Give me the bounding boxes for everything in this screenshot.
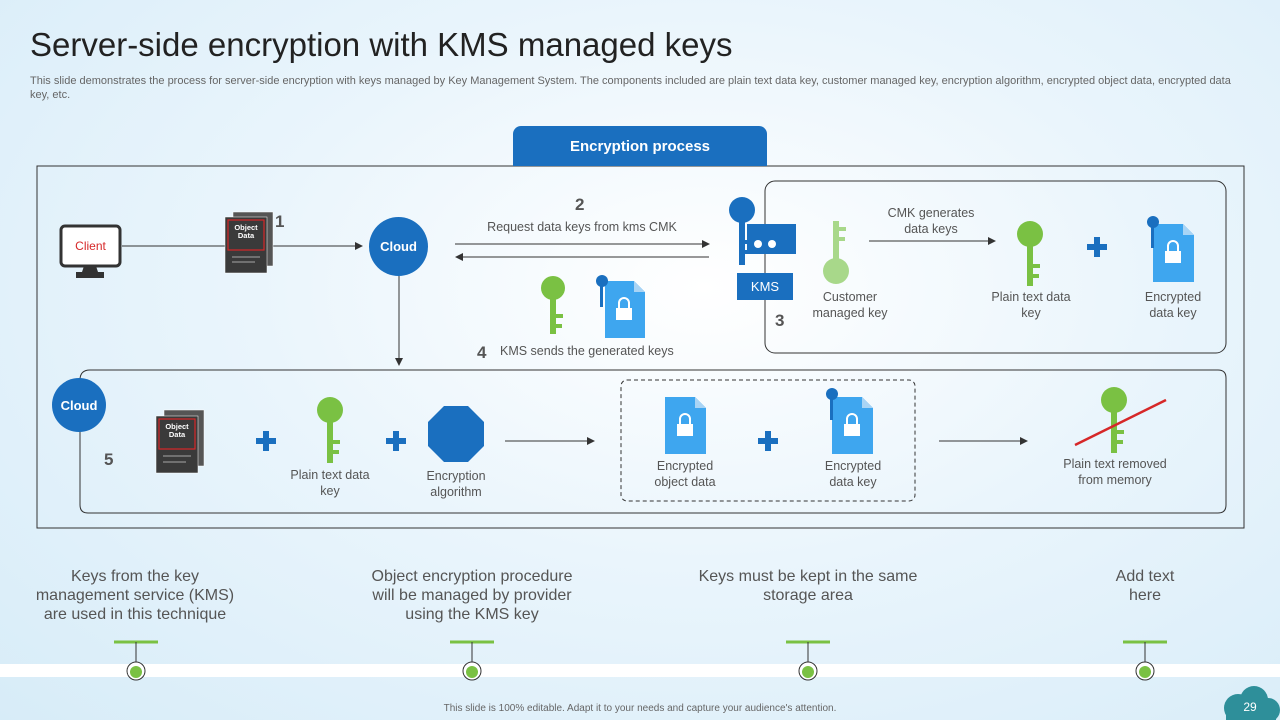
step-number: 4 (477, 343, 487, 362)
bottom-point-2: Object encryption procedure will be mana… (371, 568, 573, 623)
key-icon (1017, 221, 1043, 286)
timeline-markers (114, 640, 1167, 681)
encrypted-output-frame (620, 379, 916, 502)
step-number: 3 (775, 311, 785, 330)
octagon-icon (428, 406, 484, 462)
step-number: 1 (275, 212, 285, 231)
key-icon (317, 397, 343, 463)
footer-note: This slide is 100% editable. Adapt it to… (443, 703, 837, 714)
plain-text-data-key-label: Plain text data key (290, 468, 370, 498)
key-icon (541, 276, 565, 334)
encrypted-data-key-label: Encrypted data key (1144, 290, 1202, 320)
encryption-algorithm-label: Encryption algorithm (426, 469, 486, 499)
bottom-point-1: Keys from the key management service (KM… (35, 568, 235, 623)
page-title: Server-side encryption with KMS managed … (30, 26, 733, 63)
kms-key-icon (729, 197, 796, 300)
bottom-point-3: Keys must be kept in the same storage ar… (698, 568, 918, 604)
kms-frame (764, 180, 1227, 354)
document-stack-icon (224, 211, 274, 274)
customer-managed-key-label: Customer managed key (812, 290, 888, 320)
plus-icon (256, 237, 1107, 451)
timeline-bar (0, 664, 1280, 677)
object-data-label: Object Data (165, 422, 189, 439)
cmk-generates-label: CMK generates data keys (887, 206, 975, 236)
object-data-label: Object Data (234, 223, 258, 240)
document-stack-icon (155, 409, 205, 474)
page-number: 29 (1243, 700, 1257, 714)
client-label: Client (75, 239, 106, 253)
page-subtitle: This slide demonstrates the process for … (30, 75, 1231, 101)
kms-label: KMS (750, 279, 780, 294)
cloud-node: Cloud (369, 217, 428, 276)
bottom-point-4: Add text here (1115, 568, 1175, 604)
outer-frame (36, 165, 1245, 529)
step5-frame (79, 369, 1227, 514)
lock-document-icon (665, 397, 706, 454)
tab-encryption-process: Encryption process (513, 126, 767, 166)
page-cloud-icon (1224, 686, 1280, 720)
step4-text: KMS sends the generated keys (500, 344, 674, 358)
monitor-icon (59, 224, 122, 278)
lock-document-icon (596, 275, 645, 338)
encrypted-object-data-label: Encrypted object data (654, 459, 716, 489)
lock-document-icon (1147, 216, 1194, 282)
cloud-node: Cloud (52, 378, 106, 432)
strike-line (1074, 398, 1167, 447)
step-number: 5 (104, 450, 114, 469)
plain-text-removed-label: Plain text removed from memory (1063, 457, 1167, 487)
lock-document-icon (826, 388, 873, 454)
step2-text: Request data keys from kms CMK (487, 220, 677, 234)
step-number: 2 (575, 195, 585, 214)
key-icon (823, 221, 849, 284)
key-icon (1101, 387, 1127, 453)
encrypted-data-key-label: Encrypted data key (824, 459, 882, 489)
plain-text-data-key-label: Plain text data key (991, 290, 1071, 320)
